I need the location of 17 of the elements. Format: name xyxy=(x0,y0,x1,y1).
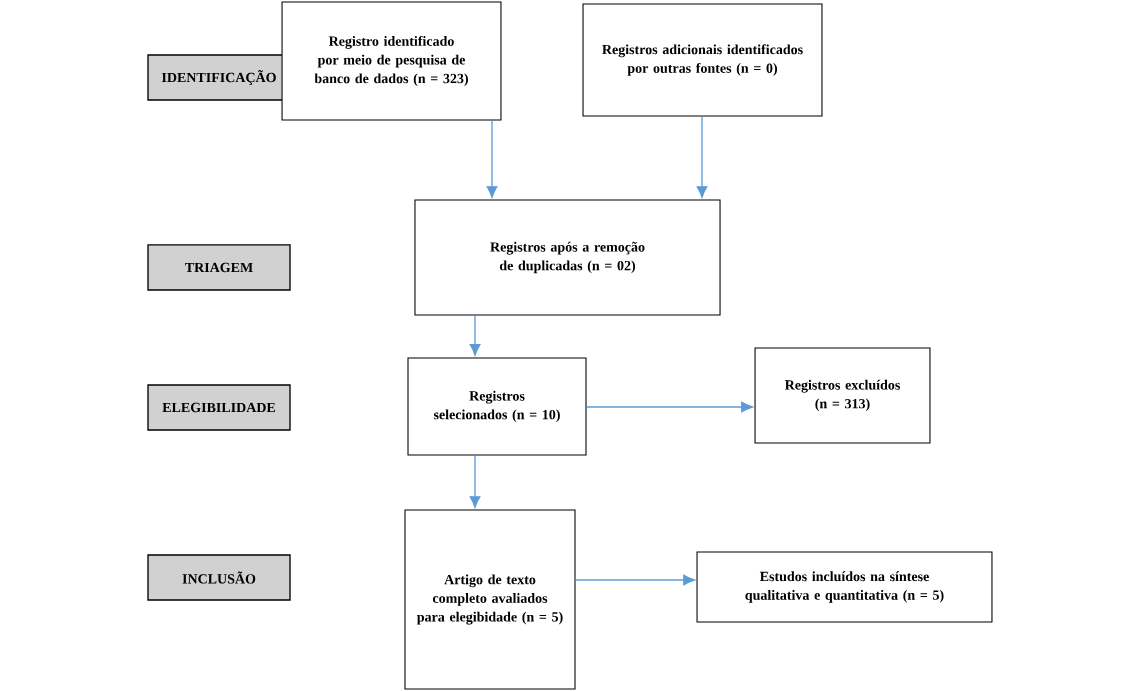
arrow xyxy=(486,119,498,198)
process-box: Registro identificado por meio de pesquisa de banco de dados (n = 323) xyxy=(281,1,502,121)
process-box: Registros adicionais identificados por outras fontes (n = 0) xyxy=(582,3,823,117)
stage-label-box: INCLUSÃO xyxy=(147,554,291,601)
arrow xyxy=(469,454,481,508)
process-box: Registros excluídos (n = 313) xyxy=(754,347,931,444)
stage-label-box: TRIAGEM xyxy=(147,244,291,291)
process-box: Estudos incluídos na síntese qualitativa e quantitativa (n = 5) xyxy=(696,551,993,623)
stage-label-box: ELEGIBILIDADE xyxy=(147,384,291,431)
process-box: Artigo de texto completo avaliados para elegibidade (n = 5) xyxy=(404,509,576,690)
arrow xyxy=(696,115,708,198)
arrow xyxy=(574,574,695,586)
arrow xyxy=(585,401,753,413)
stage-label-box: IDENTIFICAÇÃO xyxy=(147,54,291,101)
process-box: Registros após a remoção de duplicadas (n = 02) xyxy=(414,199,721,316)
arrow xyxy=(469,314,481,356)
process-box: Registros selecionados (n = 10) xyxy=(407,357,587,456)
